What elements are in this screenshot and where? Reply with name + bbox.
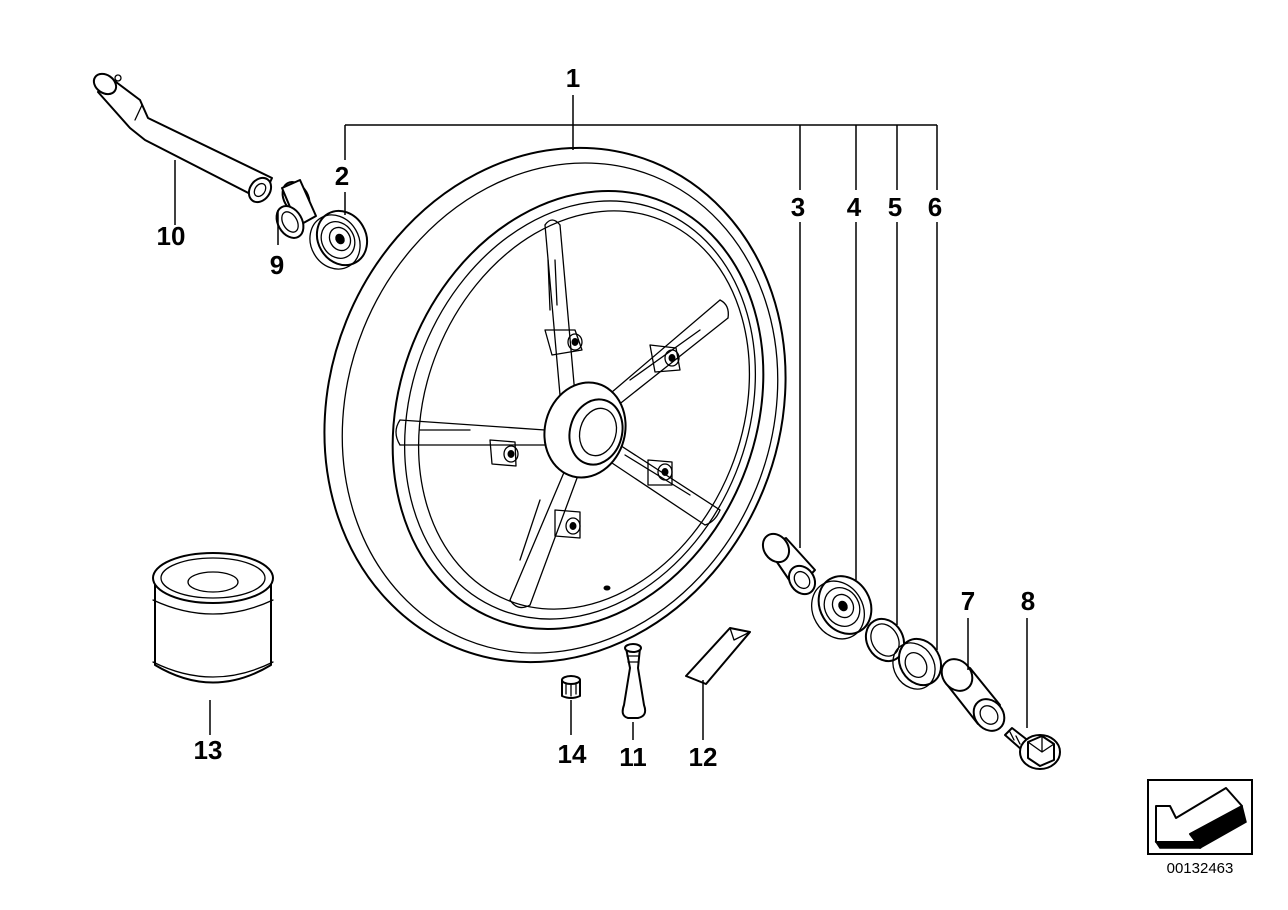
callout-3: 3 [791, 192, 805, 222]
wheel-bolt-boss [649, 344, 681, 373]
part-14-valve-cap[interactable] [561, 675, 581, 699]
part-3-spacer-sleeve[interactable] [758, 529, 821, 599]
leader-lines [174, 95, 1028, 740]
part-9-bushing[interactable] [271, 177, 317, 242]
wheel-bolt-boss [554, 509, 581, 539]
part-10-axle[interactable] [90, 70, 276, 207]
part-12-balance-weight[interactable] [685, 627, 751, 685]
callout-labels: 1 2 3 4 5 6 7 8 9 10 11 12 13 14 [157, 63, 1036, 772]
callout-10: 10 [157, 221, 186, 251]
wheel-bolt-boss [647, 459, 673, 486]
callout-1: 1 [566, 63, 580, 93]
callout-7: 7 [961, 586, 975, 616]
callout-2: 2 [335, 161, 349, 191]
callout-8: 8 [1021, 586, 1035, 616]
part-5-circlip[interactable] [858, 612, 911, 668]
document-id: 00132463 [1167, 860, 1234, 877]
callout-6: 6 [928, 192, 942, 222]
callout-11: 11 [619, 742, 647, 772]
callout-12: 12 [689, 742, 718, 772]
part-7-distance-bush[interactable] [935, 653, 1010, 737]
part-2-bearing[interactable] [300, 202, 377, 278]
part-8-flange-bolt[interactable] [1004, 727, 1061, 770]
callout-14: 14 [558, 739, 587, 769]
part-13-grease-can[interactable] [152, 546, 274, 684]
arrow-left-down-icon [1154, 787, 1247, 849]
callout-13: 13 [194, 735, 223, 765]
callout-4: 4 [847, 192, 862, 222]
callout-5: 5 [888, 192, 902, 222]
orientation-arrow-box [1147, 779, 1253, 855]
part-6-seal[interactable] [885, 631, 950, 697]
part-1-wheel[interactable] [248, 78, 862, 732]
wheel-bolt-boss [544, 329, 583, 356]
callout-9: 9 [270, 250, 284, 280]
part-11-tire-valve[interactable] [621, 643, 647, 719]
part-4-bearing[interactable] [801, 567, 881, 649]
wheel-bolt-boss [489, 439, 519, 467]
